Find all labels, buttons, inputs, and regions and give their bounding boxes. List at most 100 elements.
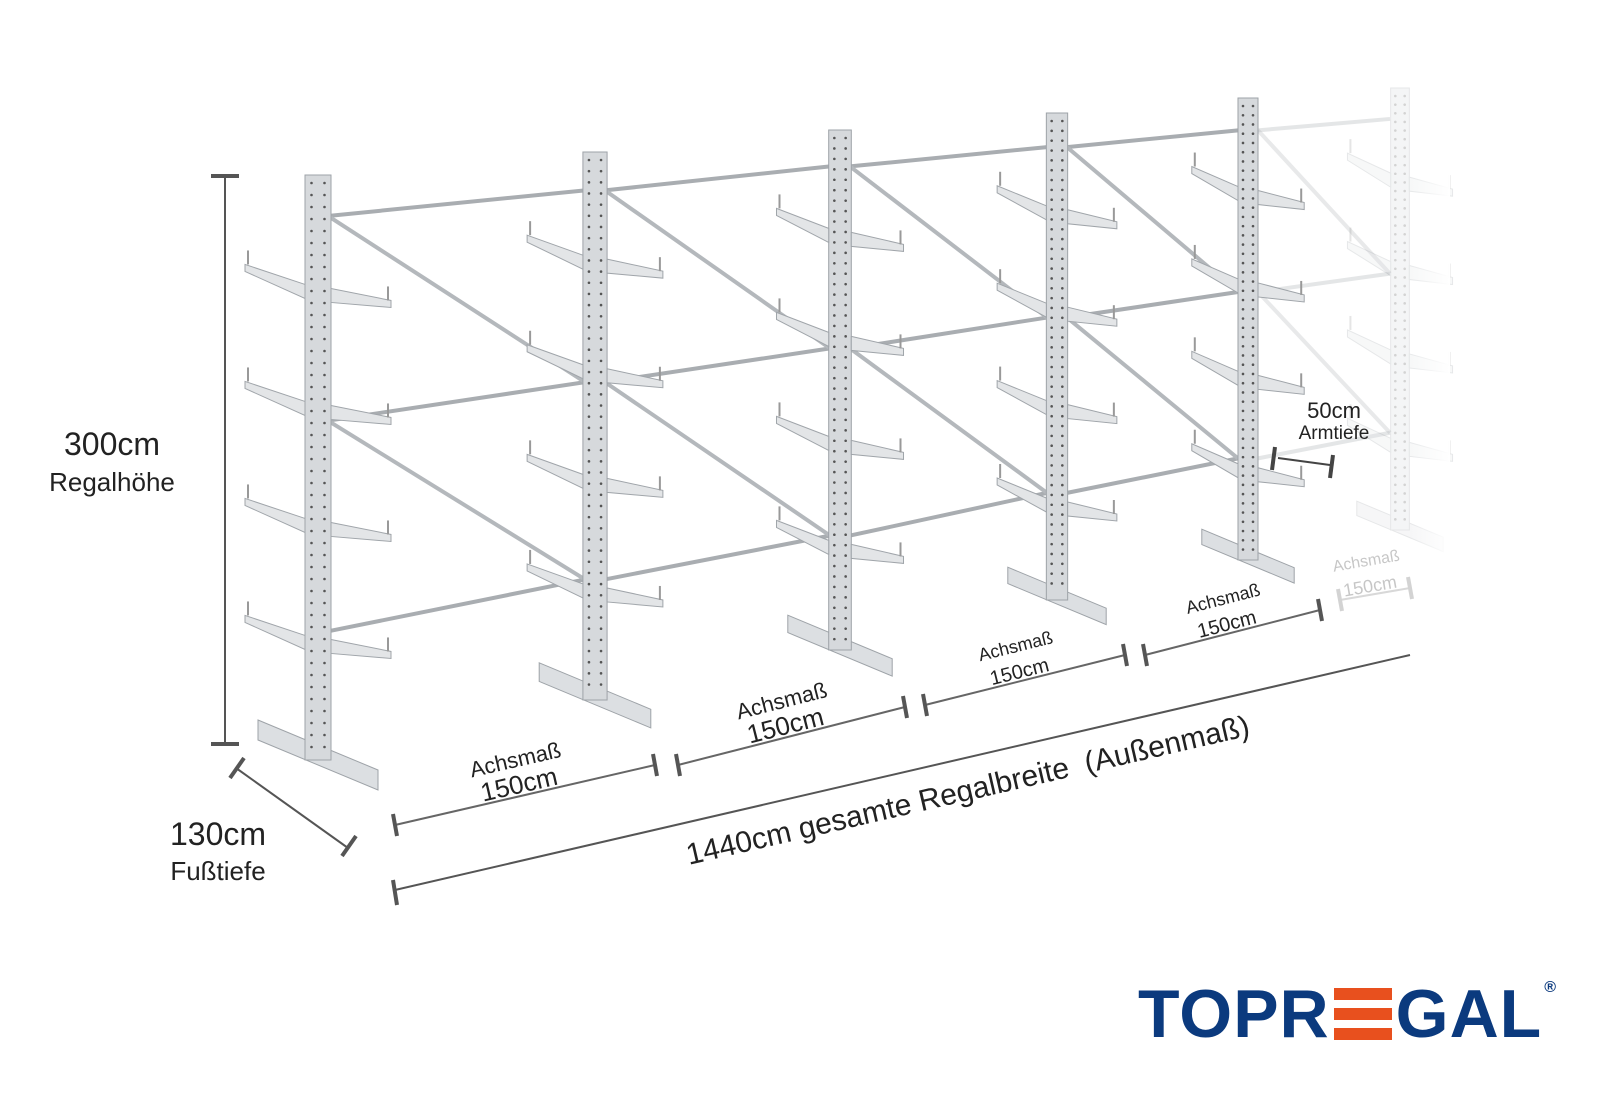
post-hole <box>833 230 836 234</box>
post-hole <box>1061 405 1064 408</box>
post-hole <box>844 616 847 620</box>
post-hole <box>323 373 326 377</box>
post-hole <box>323 673 326 677</box>
post-hole <box>310 673 313 677</box>
post-hole <box>1061 355 1064 359</box>
post-hole <box>1241 187 1245 191</box>
post-hole <box>1050 542 1053 546</box>
post-hole <box>599 393 603 396</box>
post-hole <box>844 241 847 244</box>
horizontal-rail <box>1066 128 1239 150</box>
post-hole <box>1050 336 1053 339</box>
post-hole <box>833 168 836 171</box>
post-hole <box>833 585 836 589</box>
post-hole <box>1241 538 1245 542</box>
post-hole <box>1050 532 1053 536</box>
foot-depth-label: Fußtiefe <box>170 856 265 886</box>
post-hole <box>844 491 847 495</box>
post-hole <box>1061 424 1064 428</box>
dimension-tick <box>1406 576 1414 600</box>
post-hole <box>599 292 603 296</box>
logo-text-end: GAL <box>1395 976 1543 1052</box>
post-hole <box>844 512 847 516</box>
post-hole <box>323 517 326 521</box>
post-hole <box>310 217 313 221</box>
post-hole <box>323 577 326 581</box>
post-hole <box>310 301 313 305</box>
post-hole <box>323 481 326 485</box>
post-hole <box>310 409 313 413</box>
cantilever-arm-left <box>996 185 1047 221</box>
post-hole <box>323 445 326 449</box>
post-hole <box>1061 572 1064 575</box>
post-hole <box>310 613 313 617</box>
post-hole <box>599 314 603 318</box>
post-hole <box>323 325 326 329</box>
post-hole <box>310 181 313 185</box>
post-hole <box>587 292 591 296</box>
post-hole <box>599 225 603 229</box>
logo-e-bars <box>1333 988 1392 1040</box>
post-hole <box>833 627 836 630</box>
post-hole <box>1050 296 1053 300</box>
cantilever-arm-right <box>1067 501 1118 522</box>
post-hole <box>833 188 836 192</box>
fade-overlay <box>1250 60 1450 660</box>
post-hole <box>310 745 313 749</box>
cantilever-arm-left <box>1191 258 1239 294</box>
post-hole <box>844 502 847 505</box>
post-hole <box>587 660 591 664</box>
post-hole <box>833 408 836 411</box>
post-hole <box>1061 493 1064 497</box>
post-hole <box>1061 316 1064 320</box>
post-hole <box>1061 473 1064 477</box>
post-hole <box>323 349 326 353</box>
post-hole <box>599 571 603 575</box>
post-hole <box>587 605 591 608</box>
post-hole <box>1241 289 1245 293</box>
post-hole <box>599 359 603 363</box>
post-hole <box>599 549 603 552</box>
horizontal-rail <box>1066 290 1239 320</box>
post-hole <box>1241 428 1245 431</box>
post-hole <box>844 282 847 286</box>
post-hole <box>1241 502 1245 505</box>
post-hole <box>587 638 591 642</box>
post-hole <box>844 606 847 610</box>
post-hole <box>833 366 836 369</box>
post-hole <box>323 469 326 473</box>
post-hole <box>1061 542 1064 546</box>
post-hole <box>1241 243 1245 246</box>
post-hole <box>844 543 847 547</box>
post-hole <box>1061 306 1064 310</box>
post-hole <box>599 348 603 352</box>
post-hole <box>1061 395 1064 398</box>
post-hole <box>587 627 591 631</box>
post-hole <box>1050 286 1053 290</box>
cantilever-arm-left <box>244 380 306 417</box>
post-hole <box>599 460 603 463</box>
post-hole <box>587 437 591 441</box>
post-hole <box>599 526 603 530</box>
horizontal-rail <box>327 577 586 634</box>
column-post <box>304 174 332 761</box>
post-hole <box>587 582 591 586</box>
post-hole <box>1241 234 1245 237</box>
post-hole <box>1050 375 1053 379</box>
post-hole <box>1050 227 1053 231</box>
post-hole <box>844 335 847 338</box>
post-hole <box>599 158 603 162</box>
post-hole <box>833 481 836 484</box>
post-hole <box>1241 474 1245 477</box>
post-hole <box>844 220 847 223</box>
post-hole <box>844 366 847 369</box>
post-hole <box>1061 385 1064 388</box>
post-hole <box>323 601 326 605</box>
cantilever-arm-left <box>775 207 830 244</box>
post-hole <box>1050 346 1053 349</box>
post-hole <box>323 229 326 233</box>
cantilever-arm-right <box>1067 306 1118 327</box>
post-hole <box>310 589 313 593</box>
post-hole <box>599 448 603 452</box>
cantilever-arm-right <box>850 231 905 252</box>
